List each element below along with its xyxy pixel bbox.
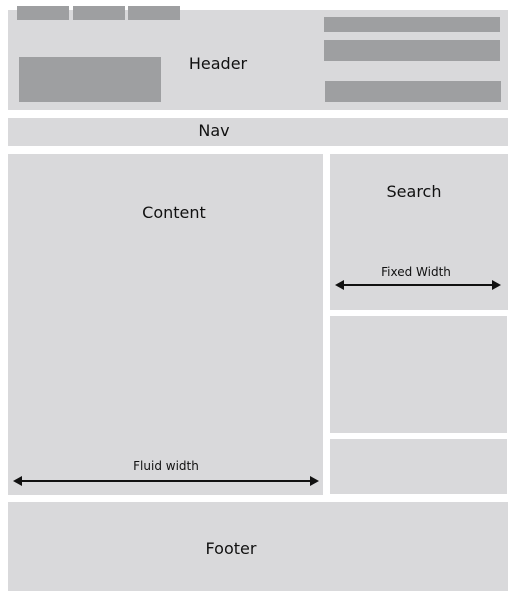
footer-region: [8, 502, 508, 591]
search-width-label: Fixed Width: [381, 265, 451, 279]
sidebar-box-1: [330, 316, 507, 433]
header-tab-3: [128, 6, 180, 20]
content-width-label: Fluid width: [133, 459, 199, 473]
search-width-arrow-left-head: [335, 280, 344, 290]
footer-label: Footer: [205, 539, 257, 558]
header-label: Header: [188, 54, 248, 73]
content-width-arrow: [13, 476, 319, 486]
search-width-arrow-right-head: [492, 280, 501, 290]
search-label: Search: [386, 182, 442, 201]
content-region: [8, 154, 323, 495]
header-bar-3: [325, 81, 501, 102]
header-logo-placeholder: [19, 57, 161, 102]
nav-label: Nav: [198, 121, 230, 140]
header-tab-1: [17, 6, 69, 20]
header-bar-1: [324, 17, 500, 32]
nav-region: [8, 118, 508, 146]
content-label: Content: [142, 203, 206, 222]
content-width-arrow-left-head: [13, 476, 22, 486]
sidebar-box-2: [330, 439, 507, 494]
header-tab-2: [73, 6, 125, 20]
search-width-arrow: [335, 280, 501, 290]
content-width-arrow-right-head: [310, 476, 319, 486]
header-bar-2: [324, 40, 500, 61]
